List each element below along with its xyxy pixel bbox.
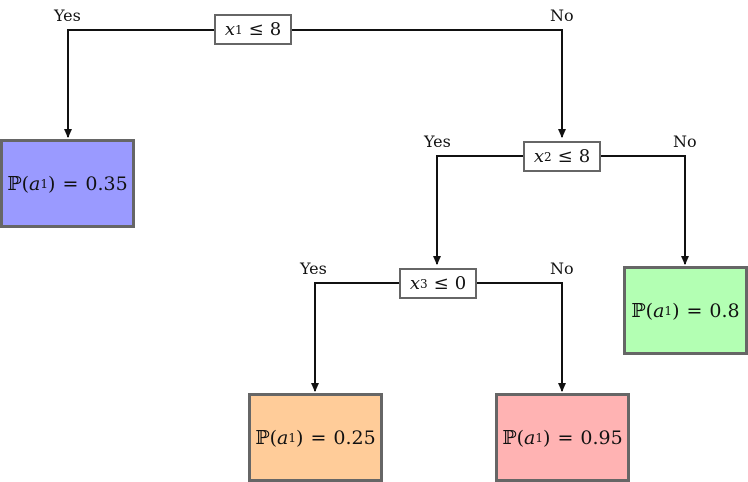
split-threshold: 8 [578,146,591,167]
split-variable-index: 2 [543,149,552,164]
prob-symbol: ℙ [631,299,646,322]
leaf-arg-index: 1 [664,303,673,318]
split-variable: x [224,19,235,40]
split-operator: ≤ [248,19,264,40]
split-operator: ≤ [433,273,449,294]
split-threshold: 8 [269,19,282,40]
edge-s2-no [600,155,689,265]
s3-no-label: No [550,259,574,278]
prob-symbol: ℙ [502,426,517,449]
leaf-arg-index: 1 [40,176,49,191]
leaf-equals: = [686,299,703,322]
leaf-arg: a [524,426,536,449]
leaf-arg-index: 1 [535,430,544,445]
prob-symbol: ℙ [255,426,270,449]
leaf-probability: 0.35 [85,172,128,195]
leaf-equals: = [310,426,327,449]
split-threshold: 0 [454,273,467,294]
leaf-probability: 0.8 [709,299,740,322]
leaf-arg-index: 1 [288,430,297,445]
s2-no-label: No [673,132,697,151]
s3-yes-label: Yes [300,259,327,278]
leaf-probability: 0.95 [580,426,623,449]
split-variable: x [533,146,544,167]
split-variable-index: 1 [234,22,243,37]
edge-s3-yes [311,282,400,392]
leaf-equals: = [557,426,574,449]
leaf-arg: a [29,172,41,195]
leaf-equals: = [62,172,79,195]
edge-root-yes [64,29,215,138]
split-variable: x [409,273,420,294]
root-yes-label: Yes [54,6,81,25]
leaf-arg: a [277,426,289,449]
edge-s2-yes [433,155,524,265]
leaf-arg: a [653,299,665,322]
split-operator: ≤ [557,146,573,167]
s2-yes-label: Yes [424,132,451,151]
edge-root-no [291,29,566,138]
prob-symbol: ℙ [7,172,22,195]
root-no-label: No [550,6,574,25]
split-variable-index: 3 [419,276,428,291]
leaf-probability: 0.25 [333,426,376,449]
edge-s3-no [476,282,566,392]
